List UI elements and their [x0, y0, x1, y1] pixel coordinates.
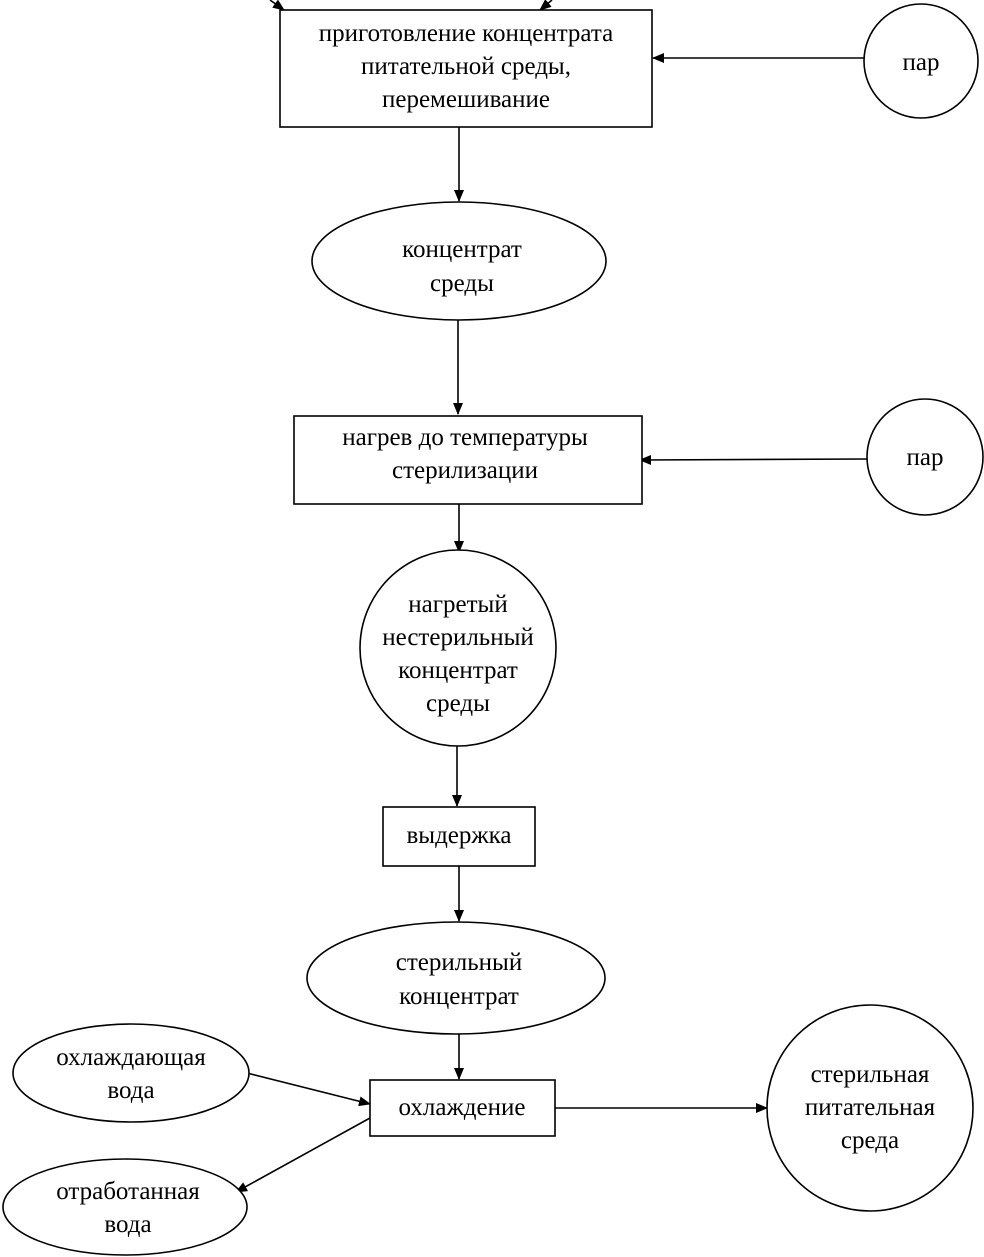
node-label-line: концентрат	[398, 657, 518, 684]
node-label-line: нагрев до температуры	[342, 424, 588, 451]
arrow-top-right-in	[539, 0, 553, 11]
output-ellipse	[2, 1158, 248, 1256]
node-concentrate: концентрат среды	[311, 201, 607, 321]
node-cooling-water: охлаждающая вода	[12, 1023, 250, 1123]
process-box	[279, 9, 653, 128]
arrow-top-left-in	[269, 0, 285, 11]
node-heated-concentrate: нагретый нестерильный концентрат среды	[359, 549, 557, 747]
node-label-line: приготовление концентрата	[319, 20, 613, 47]
node-label-line: вода	[104, 1211, 151, 1238]
node-label-line: охлаждение	[399, 1094, 526, 1121]
node-label-line: стерилизации	[392, 457, 538, 484]
process-box	[293, 415, 643, 505]
node-label-line: выдержка	[406, 822, 511, 849]
node-label-line: стерильная	[811, 1061, 930, 1088]
input-ellipse	[12, 1023, 250, 1123]
product-ellipse	[311, 201, 607, 321]
node-steam-1: пар	[863, 3, 979, 119]
node-label-line: пар	[903, 49, 940, 76]
node-label-line: среды	[426, 690, 490, 717]
node-heating: нагрев до температуры стерилизации	[293, 415, 643, 505]
node-label-line: отработанная	[56, 1178, 200, 1205]
node-label-line: концентрат	[402, 236, 522, 263]
node-label-line: нагретый	[408, 591, 507, 618]
node-label-line: концентрат	[399, 983, 519, 1010]
edges	[235, 0, 868, 1193]
node-label-line: стерильный	[396, 949, 522, 976]
product-circle	[766, 1004, 974, 1212]
input-circle	[863, 3, 979, 119]
node-sterile-medium: стерильная питательная среда	[766, 1004, 974, 1212]
node-label-line: охлаждающая	[56, 1044, 206, 1071]
node-label-line: среда	[841, 1127, 899, 1154]
arrow-cooling-water-to-cooling	[246, 1072, 371, 1107]
arrow-cooling-to-spent-water	[235, 1117, 371, 1193]
input-circle	[866, 398, 984, 516]
node-label-line: нестерильный	[382, 624, 534, 651]
arrow-steam2-to-heating	[639, 454, 868, 465]
product-ellipse	[306, 921, 606, 1035]
process-box	[369, 1079, 556, 1137]
node-prep: приготовление концентрата питательной ср…	[279, 9, 653, 128]
node-steam-2: пар	[866, 398, 984, 516]
node-sterile-concentrate: стерильный концентрат	[306, 921, 606, 1035]
node-label-line: вода	[107, 1077, 154, 1104]
node-label-line: перемешивание	[382, 86, 550, 113]
node-holding: выдержка	[382, 806, 536, 867]
node-label-line: среды	[430, 270, 494, 297]
node-label-line: пар	[907, 444, 944, 471]
process-box	[382, 806, 536, 867]
node-cooling: охлаждение	[369, 1079, 556, 1137]
node-spent-water: отработанная вода	[2, 1158, 248, 1256]
node-label-line: питательная	[805, 1094, 936, 1121]
product-circle	[359, 549, 557, 747]
node-label-line: питательной среды,	[361, 53, 571, 80]
